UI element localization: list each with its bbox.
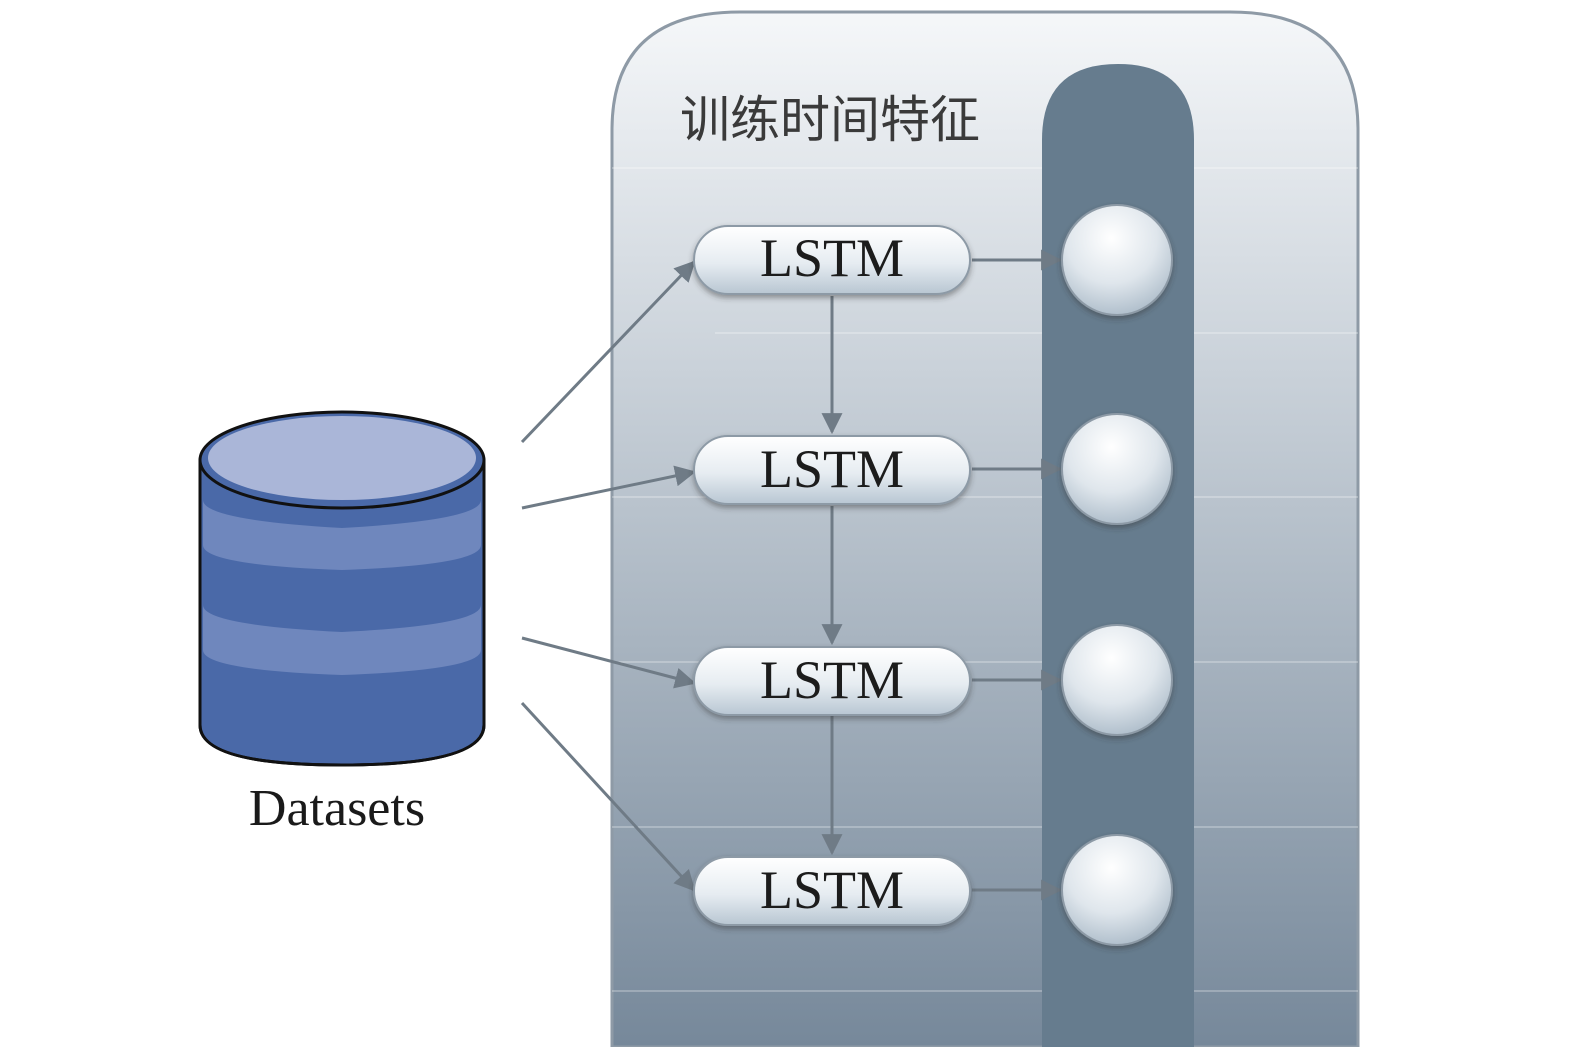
database-band: [203, 605, 481, 675]
input-arrow: [521, 465, 697, 510]
lstm-cell-label: LSTM: [760, 650, 904, 710]
lstm-cell-label: LSTM: [760, 228, 904, 288]
lstm-cell: LSTM: [693, 225, 971, 295]
input-arrow: [520, 260, 696, 444]
output-node: [1061, 413, 1173, 525]
output-column: [1042, 64, 1194, 1047]
lstm-cell: LSTM: [693, 435, 971, 505]
datasets-label: Datasets: [249, 780, 425, 837]
database-outline: [198, 460, 486, 767]
output-node: [1061, 834, 1173, 946]
output-nodes: [1061, 204, 1173, 946]
input-arrow: [521, 636, 697, 689]
input-arrow: [520, 701, 696, 892]
lstm-cell-label: LSTM: [760, 860, 904, 920]
lstm-cell-box: [693, 646, 971, 716]
lstm-cell-box: [693, 225, 971, 295]
database-band: [203, 500, 481, 570]
output-arrows: [972, 249, 1063, 901]
lstm-cell: LSTM: [693, 646, 971, 716]
lstm-cell-box: [693, 435, 971, 505]
output-node: [1061, 204, 1173, 316]
lstm-cell-box: [693, 856, 971, 926]
database-top-face: [208, 416, 476, 500]
database-icon: [198, 410, 486, 767]
lstm-cell: LSTM: [693, 856, 971, 926]
input-arrows: [520, 260, 697, 892]
output-node: [1061, 624, 1173, 736]
panel-title: 训练时间特征: [680, 91, 980, 149]
lstm-cell-label: LSTM: [760, 439, 904, 499]
